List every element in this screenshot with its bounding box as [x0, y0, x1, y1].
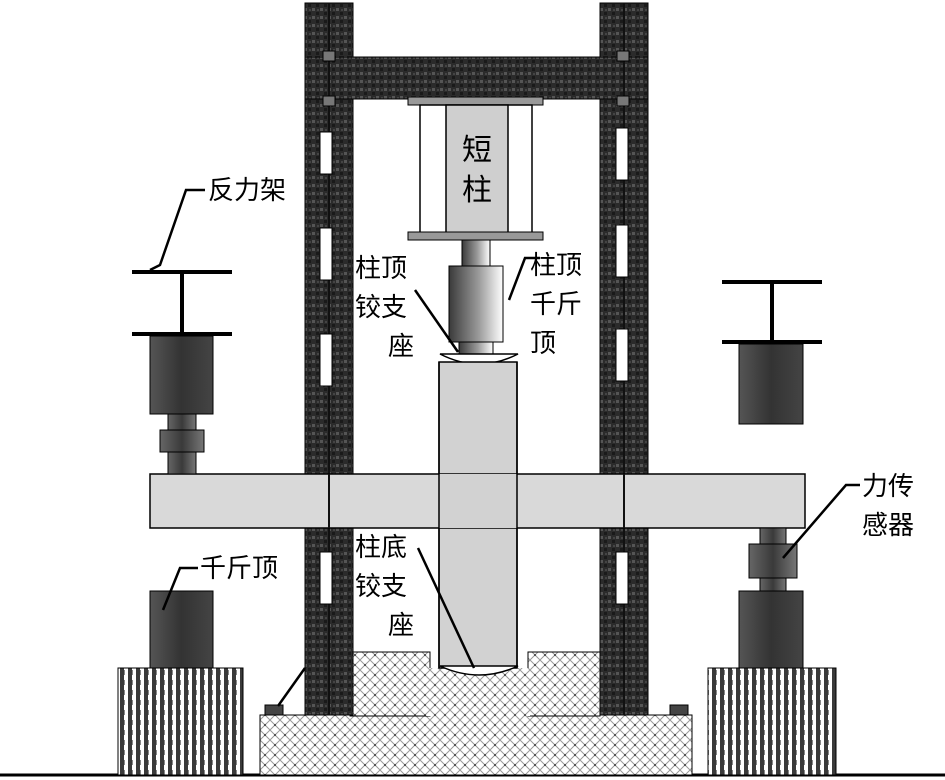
label-top-hinge-3: 座: [388, 332, 414, 362]
label-bottom-hinge-3: 座: [388, 611, 414, 641]
anchor-bolt-right: [669, 704, 689, 716]
left-upper-jack: [149, 335, 214, 475]
right-lower-jack: [738, 590, 804, 669]
right-reaction-frame: [722, 280, 822, 344]
label-force-sensor-2: 感器: [862, 511, 914, 541]
right-end-support: [707, 667, 837, 776]
top-jack: [448, 239, 504, 357]
label-top-jack-2: 千斤: [530, 290, 582, 320]
label-top-hinge-2: 铰支: [355, 293, 407, 323]
anchor-bolt-left: [264, 704, 284, 716]
short-column-label-1: 短: [462, 133, 492, 168]
left-reaction-frame: [132, 270, 232, 336]
label-top-jack-3: 顶: [530, 329, 556, 359]
label-top-hinge-1: 柱顶: [355, 254, 407, 284]
label-reaction-frame: 反力架: [208, 176, 286, 206]
short-column-label-2: 柱: [462, 173, 492, 208]
label-side-jack: 千斤顶: [200, 554, 278, 584]
leader-lines: [149, 188, 860, 707]
label-bottom-hinge-2: 铰支: [355, 572, 407, 602]
short-column: [407, 96, 544, 241]
label-bottom-hinge-1: 柱底: [355, 533, 407, 563]
label-top-jack-1: 柱顶: [530, 251, 582, 281]
right-upper-block: [738, 343, 804, 425]
force-sensor: [748, 527, 798, 593]
reaction-frame: [304, 2, 649, 716]
left-end-support: [117, 667, 244, 776]
label-force-sensor-1: 力传: [862, 472, 914, 502]
concrete-base: [259, 651, 693, 776]
left-lower-jack: [149, 590, 214, 669]
